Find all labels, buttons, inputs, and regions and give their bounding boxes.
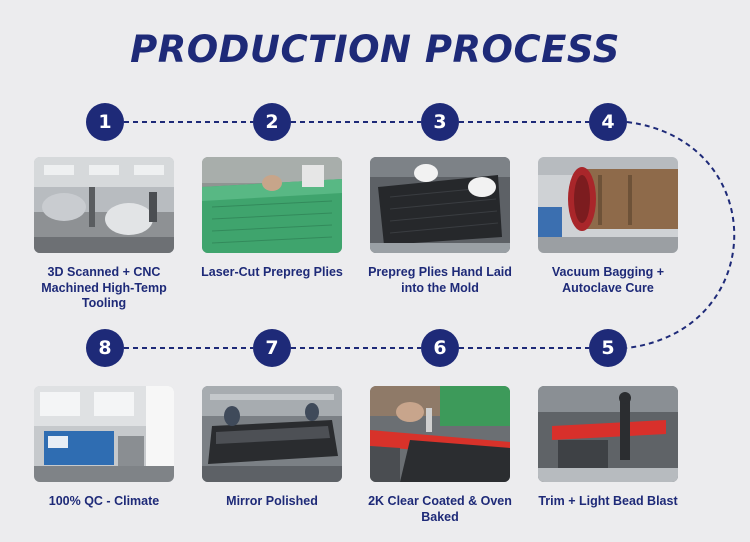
step-3-photo <box>370 157 510 253</box>
step-2-caption: Laser-Cut Prepreg Plies <box>201 265 343 279</box>
step-5-badge: 5 <box>589 329 627 367</box>
step-3-badge: 3 <box>421 103 459 141</box>
step-1-badge: 1 <box>86 103 124 141</box>
step-6-badge: 6 <box>421 329 459 367</box>
page-title: PRODUCTION PROCESS <box>130 28 620 71</box>
step-4-photo <box>538 157 678 253</box>
step-3-caption: Prepreg Plies Hand Laid into the Mold <box>368 265 512 295</box>
step-7-caption: Mirror Polished <box>226 494 318 508</box>
step-4-caption: Vacuum Bagging + Autoclave Cure <box>551 265 665 295</box>
step-7-photo <box>202 386 342 482</box>
step-6-photo <box>370 386 510 482</box>
step-2-photo <box>202 157 342 253</box>
step-5-caption: Trim + Light Bead Blast <box>538 494 678 508</box>
step-8-badge: 8 <box>86 329 124 367</box>
step-1-caption: 3D Scanned + CNC Machined High-Temp Tool… <box>41 265 167 310</box>
step-8-photo <box>34 386 174 482</box>
step-6-caption: 2K Clear Coated & Oven Baked <box>368 494 512 524</box>
step-8-caption: 100% QC - Climate <box>48 494 160 508</box>
step-1-photo <box>34 157 174 253</box>
connector-4-5 <box>626 121 736 349</box>
step-2-badge: 2 <box>253 103 291 141</box>
step-5-photo <box>538 386 678 482</box>
step-4-badge: 4 <box>589 103 627 141</box>
step-7-badge: 7 <box>253 329 291 367</box>
